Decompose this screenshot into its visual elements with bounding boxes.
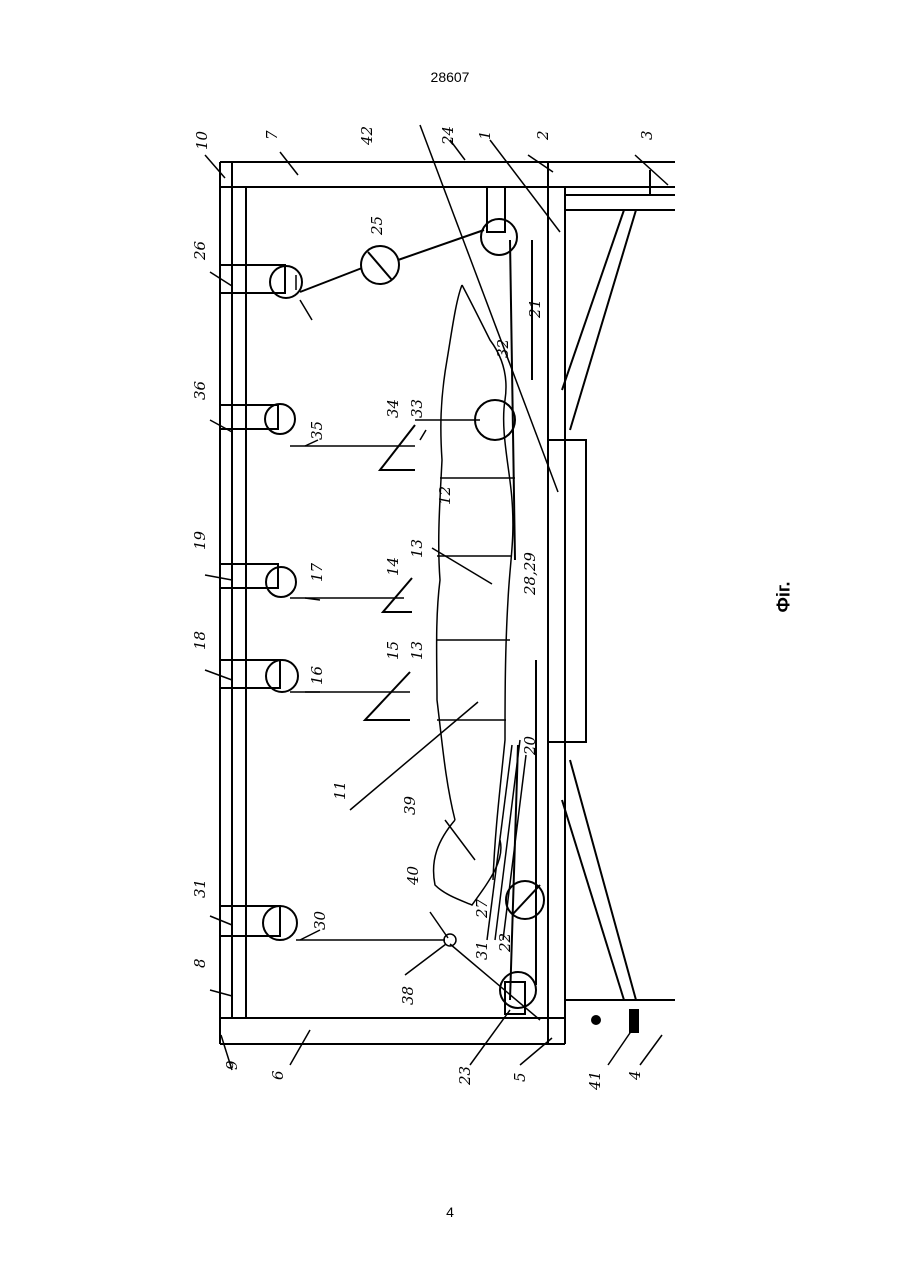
- label-41: 41: [586, 1071, 604, 1091]
- label-7: 7: [263, 130, 281, 140]
- label-25: 25: [368, 216, 386, 236]
- label-32: 32: [494, 339, 512, 358]
- label-16: 16: [308, 665, 326, 685]
- label-9: 9: [223, 1060, 241, 1070]
- label-14: 14: [384, 557, 402, 576]
- leader-lines: [205, 140, 668, 1070]
- label-40: 40: [404, 865, 422, 886]
- label-18: 18: [191, 631, 209, 650]
- label-24: 24: [439, 126, 457, 146]
- gauges: [300, 230, 544, 919]
- label-15: 15: [384, 641, 402, 660]
- label-33: 33: [408, 399, 426, 418]
- label-21: 21: [526, 299, 544, 319]
- label-19: 19: [191, 530, 209, 550]
- label-4: 4: [626, 1070, 644, 1081]
- frame: [220, 162, 675, 1044]
- label-42: 42: [358, 126, 376, 146]
- label-13-a: 13: [408, 539, 426, 558]
- label-23: 23: [456, 1066, 474, 1086]
- page-number: 4: [0, 1204, 900, 1220]
- roller-supports: [220, 187, 536, 1014]
- label-26: 26: [191, 240, 209, 261]
- label-6: 6: [269, 1070, 287, 1080]
- label-35: 35: [308, 421, 326, 440]
- label-5: 5: [511, 1072, 529, 1082]
- label-8: 8: [191, 958, 209, 968]
- label-34: 34: [384, 399, 402, 418]
- label-22: 22: [496, 933, 514, 953]
- label-10: 10: [193, 130, 211, 150]
- label-12: 12: [436, 486, 454, 505]
- label-11: 11: [331, 781, 349, 800]
- label-36: 36: [191, 380, 209, 400]
- label-31-top: 31: [191, 879, 209, 898]
- label-31-low: 31: [473, 941, 491, 960]
- bed-rails: [510, 240, 536, 1000]
- table-base: [548, 170, 675, 1044]
- hanging-strings: [290, 275, 480, 940]
- label-13-b: 13: [408, 641, 426, 660]
- label-27: 27: [473, 898, 491, 919]
- label-30: 30: [311, 910, 329, 930]
- label-2: 2: [534, 130, 552, 141]
- figure-caption: Фіг.: [774, 581, 795, 612]
- label-39: 39: [401, 795, 419, 815]
- label-1: 1: [476, 130, 494, 140]
- label-17: 17: [308, 562, 326, 582]
- label-28-29: 28,29: [521, 552, 539, 596]
- label-38: 38: [399, 986, 417, 1005]
- label-3: 3: [638, 130, 656, 140]
- label-20: 20: [521, 735, 539, 756]
